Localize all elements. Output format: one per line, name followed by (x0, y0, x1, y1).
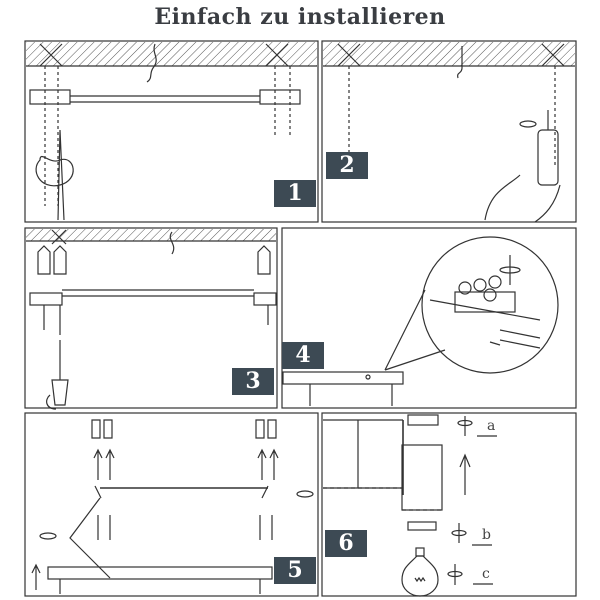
terminal-block-icon (454, 255, 521, 313)
ceiling-hatch-1 (26, 42, 317, 67)
arrow-up-icon (459, 453, 471, 495)
screwdriver-icon (46, 340, 69, 410)
mounting-rail (29, 89, 301, 105)
step-badge-5: 5 (274, 557, 316, 584)
page-title: Einfach zu installieren (154, 4, 446, 30)
step-badge-6: 6 (325, 530, 367, 557)
arrow-up-icon (93, 448, 279, 480)
panel-2 (321, 40, 577, 223)
dowel-icon (37, 245, 271, 275)
screw-icon (43, 305, 269, 335)
panel-1 (24, 40, 319, 223)
cable-icon (146, 43, 157, 83)
dowels-top (91, 419, 277, 439)
panel-6 (321, 412, 577, 597)
label-b: b (482, 527, 491, 543)
detail-magnifier (421, 236, 559, 374)
label-a: a (487, 418, 496, 434)
light-bulb-icon (401, 547, 439, 597)
drill-icon (484, 110, 561, 223)
panel-5 (24, 412, 319, 597)
drill-mark-icon (39, 43, 289, 67)
socket-icon (407, 414, 439, 426)
canopy-base (282, 371, 404, 385)
step-badge-1: 1 (274, 180, 316, 207)
step-badge-4: 4 (282, 342, 324, 369)
label-c: c (482, 566, 490, 582)
panel-3 (24, 227, 278, 409)
step-badge-2: 2 (326, 152, 368, 179)
panel-4 (281, 227, 577, 409)
step-badge-3: 3 (232, 368, 274, 395)
canopy-5 (47, 566, 273, 580)
pencil-icon (35, 129, 74, 221)
rotate-icon (447, 416, 473, 585)
